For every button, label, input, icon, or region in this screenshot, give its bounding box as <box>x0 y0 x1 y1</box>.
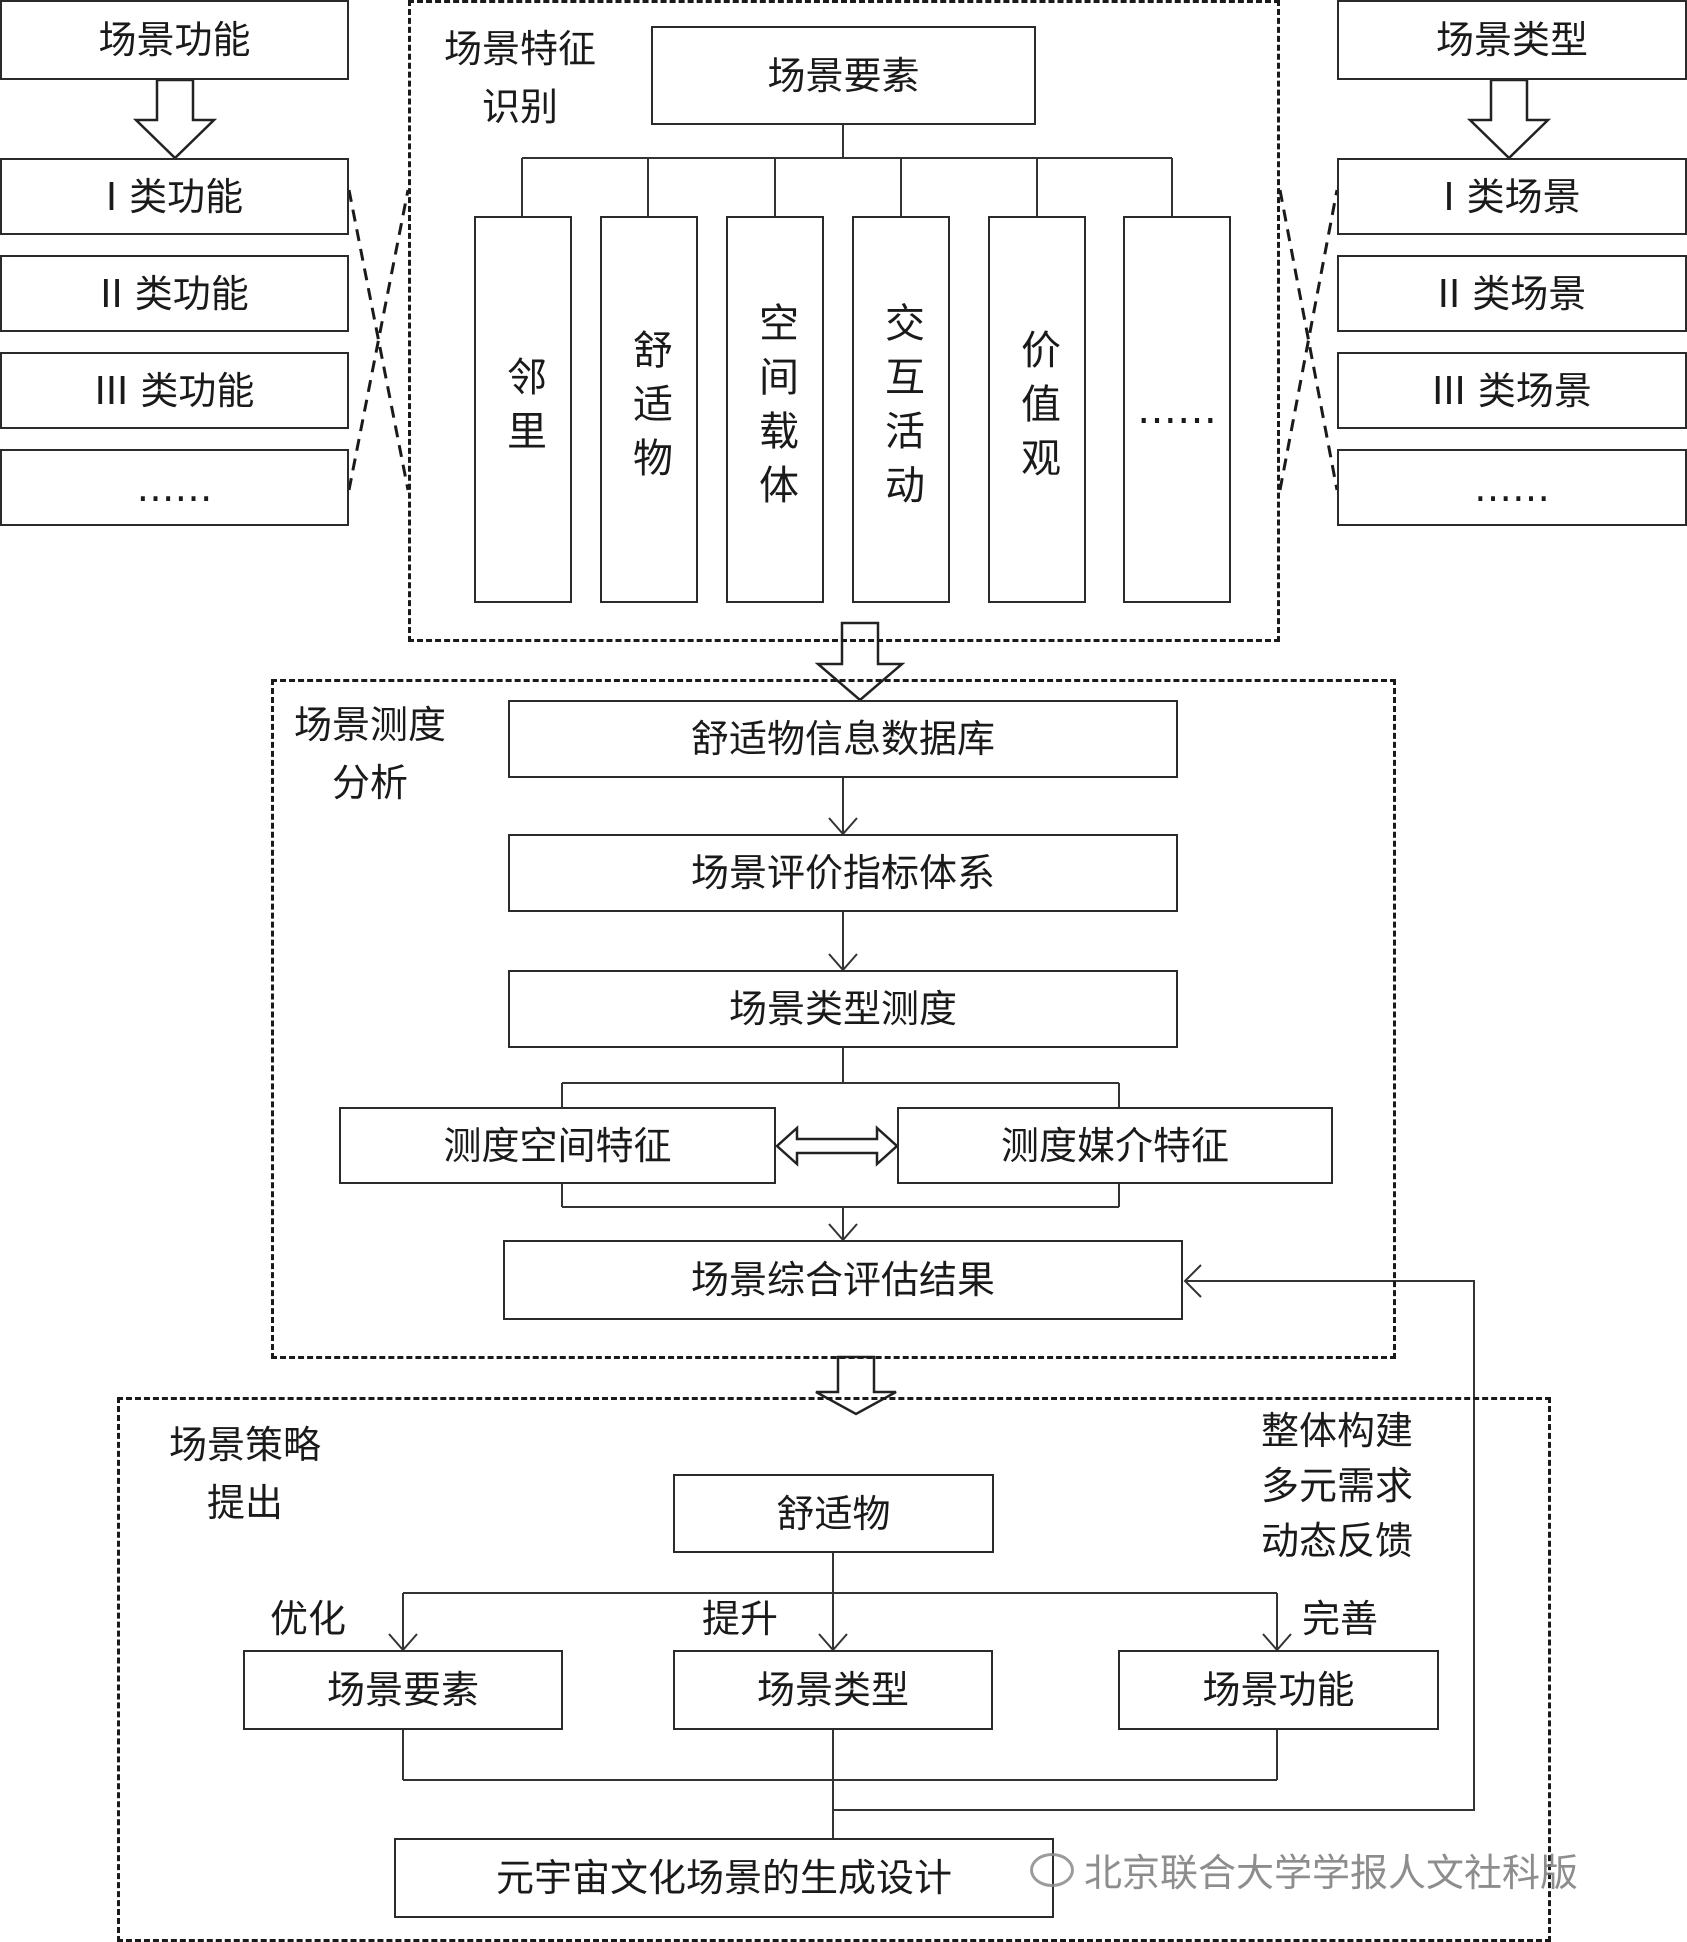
measure-section-title: 场景测度 分析 <box>293 703 446 805</box>
amenity-root-box: 舒适物 <box>673 1474 994 1553</box>
measure-section-border <box>271 679 1396 1359</box>
column-neighborhood: 邻里 <box>474 216 572 603</box>
strategy-section-title: 场景策略 提出 <box>168 1423 321 1525</box>
left-item-1: I 类功能 <box>0 158 349 235</box>
strategy-section-border <box>117 1397 1551 1942</box>
final-design-box: 元宇宙文化场景的生成设计 <box>394 1838 1054 1918</box>
amenity-database-box: 舒适物信息数据库 <box>508 700 1178 778</box>
column-values: 价值观 <box>988 216 1086 603</box>
target-scene-elements-box: 场景要素 <box>243 1650 563 1730</box>
evaluation-index-box: 场景评价指标体系 <box>508 834 1178 912</box>
watermark-text: 北京联合大学学报人文社科版 <box>1084 1851 1579 1895</box>
column-space-carrier: 空间载体 <box>726 216 824 603</box>
right-item-3: III 类场景 <box>1337 352 1687 429</box>
column-interaction: 交互活动 <box>852 216 950 603</box>
hollow-arrow-down <box>1466 78 1552 160</box>
target-scene-type-box: 场景类型 <box>673 1650 993 1730</box>
scene-elements-box: 场景要素 <box>651 26 1036 125</box>
cross-links-right <box>1278 189 1339 491</box>
watermark: 北京联合大学学报人文社科版 <box>1030 1842 1578 1897</box>
edge-label-perfect: 完善 <box>1301 1597 1378 1641</box>
left-item-3: III 类功能 <box>0 352 349 429</box>
wechat-icon <box>1030 1852 1074 1887</box>
element-tree-connectors <box>521 125 1173 216</box>
cross-links-left <box>347 189 410 491</box>
right-item-4: …… <box>1337 449 1687 526</box>
edge-label-enhance: 提升 <box>701 1597 778 1641</box>
left-item-2: II 类功能 <box>0 255 349 332</box>
strategy-tree-connectors <box>388 1553 1292 1838</box>
right-header-box: 场景类型 <box>1337 0 1687 80</box>
target-scene-function-box: 场景功能 <box>1118 1650 1439 1730</box>
spatial-feature-box: 测度空间特征 <box>339 1107 776 1184</box>
left-header-box: 场景功能 <box>0 0 349 80</box>
right-item-2: II 类场景 <box>1337 255 1687 332</box>
feature-section-title: 场景特征 识别 <box>443 27 596 129</box>
column-amenities: 舒适物 <box>600 216 698 603</box>
media-feature-box: 测度媒介特征 <box>897 1107 1333 1184</box>
feature-section-border <box>408 0 1280 642</box>
edge-label-optimize: 优化 <box>269 1597 346 1641</box>
hollow-arrow-down <box>132 78 218 160</box>
left-item-4: …… <box>0 449 349 526</box>
measure-flow-arrows <box>561 778 1475 1811</box>
evaluation-result-box: 场景综合评估结果 <box>503 1240 1183 1320</box>
column-more: …… <box>1123 216 1231 603</box>
strategy-side-note: 整体构建 多元需求 动态反馈 <box>1260 1409 1413 1563</box>
right-item-1: I 类场景 <box>1337 158 1687 235</box>
scene-type-measure-box: 场景类型测度 <box>508 970 1178 1048</box>
